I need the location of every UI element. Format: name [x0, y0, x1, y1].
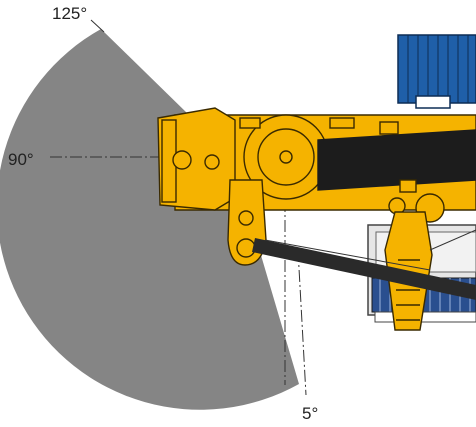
excavator-top-view [157, 107, 476, 331]
dark-diagonal-boom [252, 238, 476, 300]
min-angle-reference-line [297, 249, 307, 396]
support-rope [264, 239, 431, 271]
angle-label-125: 125° [52, 4, 88, 23]
swing-sector-area [0, 29, 299, 410]
support-rope-2 [429, 229, 476, 251]
counterweight [397, 34, 476, 109]
max-angle-reference-line [90, 19, 105, 33]
angle-label-90: 90° [8, 150, 34, 169]
angle-label-5: 5° [302, 404, 319, 423]
